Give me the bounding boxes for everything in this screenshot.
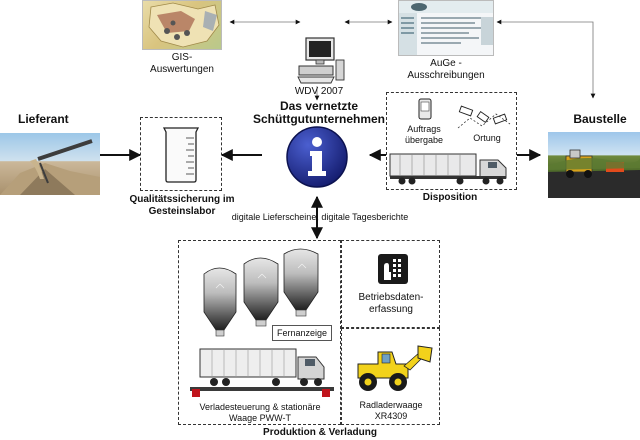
digital-reports-label: digitale Lieferscheine, digitale Tagesbe… xyxy=(231,212,409,222)
supplier-quarry-image xyxy=(0,133,100,195)
disposition-box xyxy=(386,92,517,190)
loader-caption: Radladerwaage XR4309 xyxy=(359,400,423,421)
production-box-bde xyxy=(341,240,440,328)
info-icon xyxy=(285,125,349,189)
production-box-left xyxy=(178,240,341,425)
lieferant-title: Lieferant xyxy=(18,112,69,126)
loading-truck-image xyxy=(188,345,336,399)
wheel-loader-image xyxy=(352,344,434,394)
lab-box xyxy=(140,117,222,191)
disposition-truck-image xyxy=(388,150,516,186)
ortung-label: Ortung xyxy=(473,133,501,143)
lab-beaker-icon xyxy=(158,124,204,184)
construction-site-image xyxy=(548,132,640,198)
production-box-loader xyxy=(341,328,440,425)
pda-icon xyxy=(416,98,434,120)
scale-caption: Verladesteuerung & stationäre Waage PWW-… xyxy=(199,402,321,423)
center-title: Das vernetzte Schüttgutunternehmen xyxy=(253,99,385,126)
gps-tracking-icon xyxy=(456,104,514,132)
auge-label: AuGe - Ausschreibungen xyxy=(407,58,485,81)
gis-label: GIS- Auswertungen xyxy=(150,52,214,75)
production-title: Produktion & Verladung xyxy=(263,427,377,438)
lab-caption: Qualitätssicherung im Gesteinslabor xyxy=(129,194,235,217)
fernanzeige-label: Fernanzeige xyxy=(272,325,332,341)
wdv-label: WDV 2007 xyxy=(294,86,344,97)
computer-icon xyxy=(296,36,346,84)
baustelle-title: Baustelle xyxy=(573,112,627,126)
gis-map-drawing xyxy=(148,2,220,48)
handover-label: Auftrags übergabe xyxy=(404,124,444,145)
bde-label: Betriebsdaten- erfassung xyxy=(358,292,424,315)
auge-website-image xyxy=(398,0,494,56)
gis-map-image xyxy=(142,0,222,50)
disposition-title: Disposition xyxy=(422,192,478,203)
silos-image xyxy=(200,248,330,344)
data-terminal-icon xyxy=(378,254,408,284)
